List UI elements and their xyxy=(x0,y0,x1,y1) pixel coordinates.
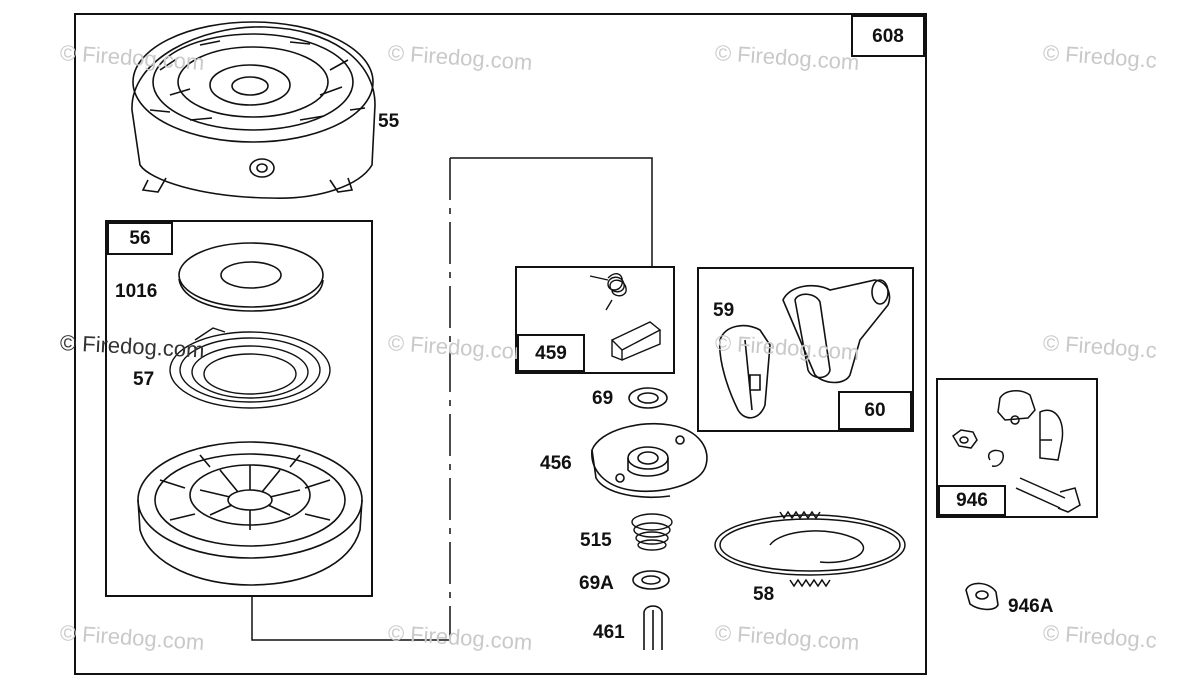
box-946 xyxy=(936,378,1098,518)
part-57-spring xyxy=(169,327,331,409)
part-69A-washer xyxy=(632,570,670,590)
label-57: 57 xyxy=(133,369,155,390)
label-946: 946 xyxy=(938,485,1006,516)
box-59-60 xyxy=(697,267,914,432)
box-459 xyxy=(515,266,675,374)
box-56 xyxy=(105,220,373,597)
label-69A: 69A xyxy=(579,573,614,594)
label-461: 461 xyxy=(593,622,625,643)
part-459-spring-clip xyxy=(589,273,662,362)
part-55-housing xyxy=(131,21,376,199)
part-69-washer xyxy=(628,387,668,409)
label-55: 55 xyxy=(378,111,400,132)
part-58-rope xyxy=(714,510,906,588)
part-60-handle xyxy=(782,279,891,384)
label-58: 58 xyxy=(753,584,775,605)
label-1016: 1016 xyxy=(115,281,158,302)
part-461-pin xyxy=(643,605,663,650)
part-pulley xyxy=(137,441,363,586)
part-946A-clip xyxy=(965,582,999,611)
part-59-insert xyxy=(718,324,771,419)
leader-line-c xyxy=(450,157,653,267)
label-60: 60 xyxy=(838,391,912,430)
label-69: 69 xyxy=(592,388,614,409)
main-assembly-frame xyxy=(74,13,927,675)
part-515-spring xyxy=(631,513,673,551)
label-456: 456 xyxy=(540,453,572,474)
label-515: 515 xyxy=(580,530,612,551)
label-56: 56 xyxy=(107,222,173,255)
part-1016-washer xyxy=(178,242,324,312)
leader-line-a xyxy=(251,596,450,641)
label-59: 59 xyxy=(713,300,735,321)
label-459: 459 xyxy=(517,334,585,372)
label-946A: 946A xyxy=(1008,596,1054,617)
label-608: 608 xyxy=(851,15,925,57)
part-456-ratchet xyxy=(591,422,708,498)
part-946-clamp-kit xyxy=(952,390,1081,513)
